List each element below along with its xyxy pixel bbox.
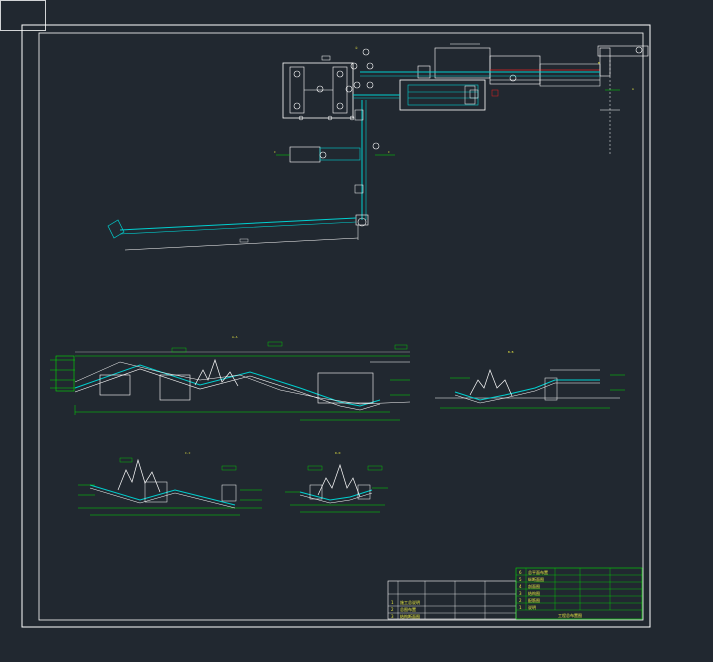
svg-text:结构图: 结构图	[528, 590, 540, 596]
section-d: D-D	[285, 451, 388, 513]
svg-text:5: 5	[519, 577, 522, 582]
section-c-title: C-C	[185, 451, 191, 455]
sheet-outer-border	[21, 24, 651, 628]
svg-text:1: 1	[391, 600, 394, 605]
section-b-title: B-B	[508, 350, 514, 354]
plan-main-building	[282, 62, 354, 119]
svg-text:B: B	[598, 61, 600, 65]
section-d-title: D-D	[335, 451, 341, 455]
plan-diagonal-pipe	[119, 217, 357, 231]
svg-text:3: 3	[519, 591, 522, 596]
long-section-a: A-A	[50, 335, 411, 421]
drawing-title: 工程总布置图	[558, 612, 582, 618]
section-b: B-B	[435, 350, 625, 409]
corner-frame	[0, 0, 46, 31]
svg-text:说明: 说明	[528, 604, 536, 610]
terrain-peaks-b	[469, 368, 513, 397]
svg-text:结构断面图: 结构断面图	[400, 613, 420, 619]
title-block: 1 施工总说明 2 总图布置 3 结构断面图 6 总平面布置 5 纵断面图 4 …	[387, 567, 643, 620]
svg-text:4: 4	[519, 584, 522, 589]
svg-text:施工总说明: 施工总说明	[400, 599, 420, 605]
sheet-inner-border	[38, 32, 644, 621]
plan-view: ① B A C C	[107, 43, 649, 251]
svg-text:A: A	[632, 87, 634, 91]
terrain-peaks-d	[317, 463, 361, 498]
terrain-peaks-a	[194, 358, 239, 387]
svg-text:纵断面图: 纵断面图	[528, 576, 544, 582]
svg-text:2: 2	[391, 607, 394, 612]
sheet-list-table	[515, 567, 643, 620]
section-c: C-C	[78, 451, 262, 516]
terrain-peaks-c	[117, 458, 161, 493]
svg-text:C: C	[388, 150, 390, 154]
svg-text:配筋图: 配筋图	[528, 597, 540, 603]
svg-text:总图布置: 总图布置	[400, 606, 416, 612]
long-section-title: A-A	[232, 335, 238, 339]
svg-text:1: 1	[519, 605, 522, 610]
plan-intake-building	[399, 79, 486, 111]
svg-text:总平面布置: 总平面布置	[528, 569, 548, 575]
svg-text:C: C	[274, 150, 276, 154]
svg-text:①: ①	[355, 46, 358, 50]
svg-text:3: 3	[391, 614, 394, 619]
svg-text:2: 2	[519, 598, 522, 603]
svg-text:剖面图: 剖面图	[528, 583, 540, 589]
svg-text:6: 6	[519, 570, 522, 575]
plan-outlet-headwall	[107, 219, 125, 239]
